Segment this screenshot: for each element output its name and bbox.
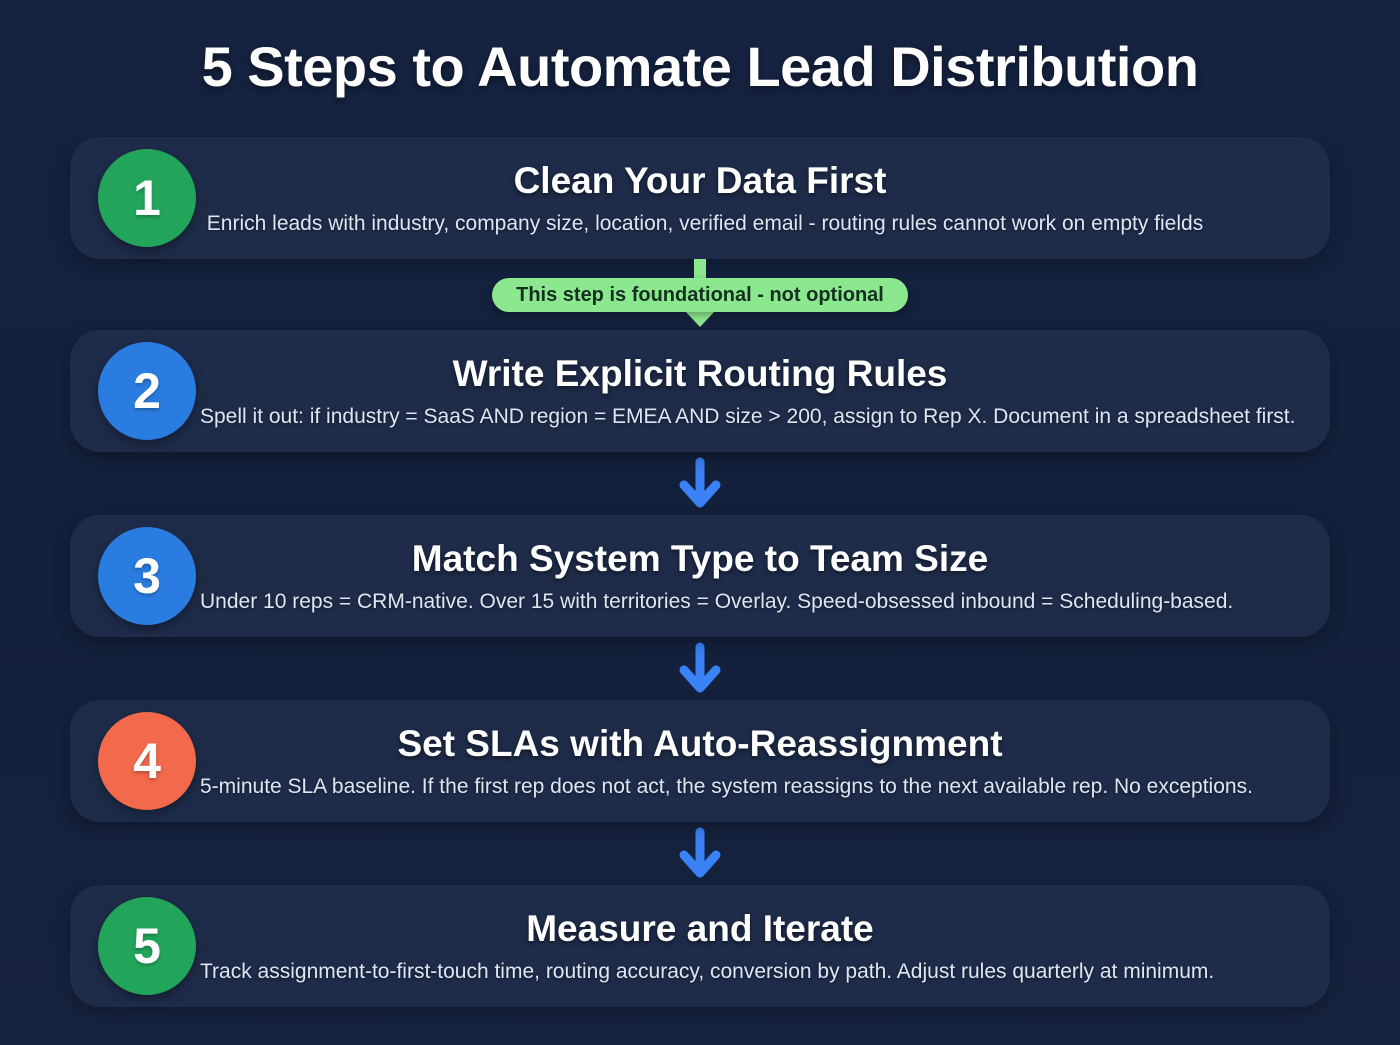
step-description: Track assignment-to-first-touch time, ro…	[200, 959, 1215, 983]
step-card-3: 3 Match System Type to Team Size Under 1…	[70, 515, 1330, 637]
step-title: Match System Type to Team Size	[411, 538, 989, 580]
steps-flow: 1 Clean Your Data First Enrich leads wit…	[70, 137, 1330, 1007]
step-number-badge: 5	[98, 897, 196, 995]
foundational-callout: This step is foundational - not optional	[492, 259, 908, 330]
callout-connector-bar	[693, 259, 706, 278]
step-number-badge: 3	[98, 527, 196, 625]
step-title: Clean Your Data First	[513, 160, 887, 202]
step-card-5: 5 Measure and Iterate Track assignment-t…	[70, 885, 1330, 1007]
down-arrow-icon	[677, 822, 723, 885]
step-card-2: 2 Write Explicit Routing Rules Spell it …	[70, 330, 1330, 452]
step-card-4: 4 Set SLAs with Auto-Reassignment 5-minu…	[70, 700, 1330, 822]
step-title: Measure and Iterate	[526, 908, 874, 950]
step-number-badge: 4	[98, 712, 196, 810]
step-card-1: 1 Clean Your Data First Enrich leads wit…	[70, 137, 1330, 259]
step-title: Write Explicit Routing Rules	[452, 353, 948, 395]
down-arrow-icon	[677, 452, 723, 515]
step-description: 5-minute SLA baseline. If the first rep …	[200, 774, 1253, 798]
step-title: Set SLAs with Auto-Reassignment	[397, 723, 1003, 765]
step-description: Spell it out: if industry = SaaS AND reg…	[200, 404, 1296, 428]
callout-arrow-down-icon	[684, 311, 715, 327]
down-arrow-icon	[677, 637, 723, 700]
step-number-badge: 2	[98, 342, 196, 440]
page-title: 5 Steps to Automate Lead Distribution	[201, 35, 1199, 98]
step-description: Enrich leads with industry, company size…	[206, 211, 1204, 235]
step-number-badge: 1	[98, 149, 196, 247]
step-description: Under 10 reps = CRM-native. Over 15 with…	[200, 589, 1234, 613]
callout-pill: This step is foundational - not optional	[492, 278, 908, 312]
